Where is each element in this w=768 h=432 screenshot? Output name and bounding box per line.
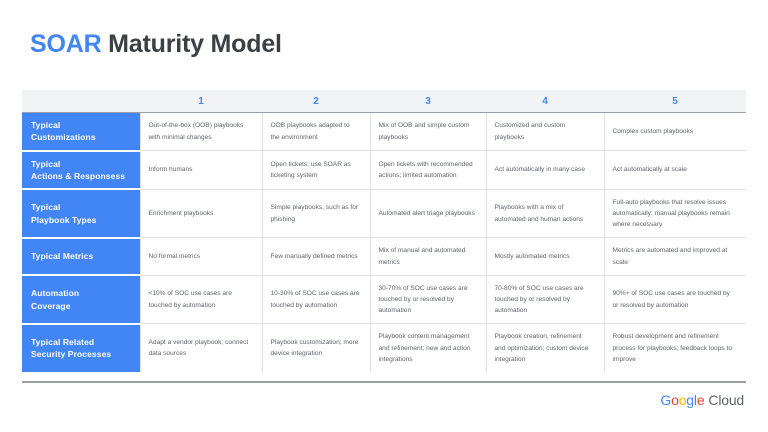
page-title: SOAR Maturity Model bbox=[30, 30, 282, 59]
cell-r5-c5: 90%+ of SOC use cases are touched by or … bbox=[603, 275, 746, 325]
cell-r1-c4: Customized and custom playbooks bbox=[485, 112, 604, 152]
cell-r5-c2: 10-30% of SOC use cases are touched by a… bbox=[261, 275, 370, 325]
row-label-typical-playbook-types: Typical Playbook Types bbox=[22, 189, 140, 239]
cell-r3-c2: Simple playbooks, such as for phishing bbox=[261, 189, 370, 239]
logo-letter-g: G bbox=[660, 392, 672, 408]
row-label-line2: Playbook Types bbox=[31, 214, 97, 225]
cell-r3-c3: Automated alert triage playbooks bbox=[369, 189, 486, 239]
row-label-automation-coverage: Automation Coverage bbox=[22, 275, 140, 325]
title-rest: Maturity Model bbox=[101, 30, 282, 58]
cell-r1-c5: Complex custom playbooks bbox=[603, 112, 746, 152]
cell-r3-c4: Playbooks with a mix of automated and hu… bbox=[485, 189, 604, 239]
table-row: Typical Playbook Types Enrichment playbo… bbox=[22, 189, 746, 239]
logo-word-cloud: Cloud bbox=[708, 392, 744, 408]
table-row: Automation Coverage <10% of SOC use case… bbox=[22, 275, 746, 325]
cell-r3-c5: Full-auto playbooks that resolve issues … bbox=[603, 189, 746, 239]
cell-r4-c1: No formal metrics bbox=[139, 237, 262, 276]
row-label-line1: Typical Related bbox=[31, 337, 95, 348]
cell-r3-c1: Enrichment playbooks bbox=[139, 189, 262, 239]
level-header-3: 3 bbox=[370, 90, 486, 113]
cell-r1-c2: OOB playbooks adapted to the environment bbox=[261, 112, 370, 152]
cell-r6-c1: Adapt a vendor playbook; connect data so… bbox=[139, 323, 262, 372]
cell-r6-c5: Robust development and refinement proces… bbox=[603, 323, 746, 372]
cell-r2-c5: Act automatically at scale bbox=[603, 150, 746, 190]
cell-r4-c3: Mix of manual and automated metrics bbox=[369, 237, 486, 276]
cell-r5-c3: 30-70% of SOC use cases are touched by o… bbox=[369, 275, 486, 325]
maturity-matrix-container: 1 2 3 4 5 Typical Customizations Out-of-… bbox=[22, 90, 746, 372]
cell-r1-c3: Mix of OOB and simple custom playbooks bbox=[369, 112, 486, 152]
cell-r2-c1: Inform humans bbox=[139, 150, 262, 190]
cell-r4-c2: Few manually defined metrics bbox=[261, 237, 370, 276]
row-label-typical-customizations: Typical Customizations bbox=[22, 112, 140, 152]
row-label-line1: Typical bbox=[31, 202, 61, 213]
matrix-body: Typical Customizations Out-of-the-box (O… bbox=[22, 112, 746, 372]
row-label-line1: Typical bbox=[31, 120, 61, 130]
row-label-line1: Typical bbox=[31, 158, 61, 169]
row-label-line2: Actions & Responsess bbox=[31, 170, 126, 181]
row-label-line1: Automation bbox=[31, 288, 80, 299]
row-label-typical-related-security-processes: Typical Related Security Processes bbox=[22, 323, 140, 372]
logo-letter-g2: g bbox=[686, 392, 694, 408]
title-accent-word: SOAR bbox=[30, 30, 102, 58]
row-label-typical-metrics: Typical Metrics bbox=[22, 237, 140, 277]
level-header-1: 1 bbox=[140, 90, 262, 113]
cell-r2-c2: Open tickets; use SOAR as ticketing syst… bbox=[261, 150, 370, 190]
table-bottom-divider bbox=[22, 381, 746, 383]
cell-r1-c1: Out-of-the-box (OOB) playbooks with mini… bbox=[139, 112, 262, 152]
cell-r4-c5: Metrics are automated and improved at sc… bbox=[603, 237, 746, 276]
matrix-corner-cell bbox=[22, 90, 140, 113]
cell-r2-c3: Open tickets with recommended actions; l… bbox=[369, 150, 486, 190]
cell-r4-c4: Mostly automated metrics bbox=[485, 237, 604, 276]
row-label-line1: Typical Metrics bbox=[31, 251, 94, 262]
cell-r6-c3: Playbook content management and refineme… bbox=[369, 323, 486, 372]
cell-r6-c4: Playbook creation, refinement and optimi… bbox=[485, 323, 604, 372]
cell-r6-c2: Playbook customization; more device inte… bbox=[261, 323, 370, 372]
logo-letter-o1: o bbox=[671, 392, 679, 408]
table-row: Typical Customizations Out-of-the-box (O… bbox=[22, 112, 746, 152]
level-header-2: 2 bbox=[262, 90, 370, 113]
cell-r2-c4: Act automatically in many case bbox=[485, 150, 604, 190]
cell-r5-c1: <10% of SOC use cases are touched by aut… bbox=[139, 275, 262, 325]
maturity-matrix-table: 1 2 3 4 5 Typical Customizations Out-of-… bbox=[22, 90, 746, 372]
level-header-5: 5 bbox=[604, 90, 746, 113]
matrix-header: 1 2 3 4 5 bbox=[22, 90, 746, 113]
row-label-typical-actions-responses: Typical Actions & Responsess bbox=[22, 150, 140, 191]
matrix-header-row: 1 2 3 4 5 bbox=[22, 90, 746, 113]
row-label-line2: Coverage bbox=[31, 300, 71, 311]
table-row: Typical Related Security Processes Adapt… bbox=[22, 323, 746, 372]
cell-r5-c4: 70-80% of SOC use cases are touched by o… bbox=[485, 275, 604, 325]
row-label-line2: Security Processes bbox=[31, 349, 112, 360]
table-row: Typical Metrics No formal metrics Few ma… bbox=[22, 237, 746, 277]
level-header-4: 4 bbox=[486, 90, 604, 113]
logo-letter-l: l bbox=[693, 392, 697, 408]
logo-letter-e: e bbox=[696, 392, 705, 408]
table-row: Typical Actions & Responsess Inform huma… bbox=[22, 150, 746, 191]
row-label-line2: Customizations bbox=[31, 132, 96, 143]
logo-letter-o2: o bbox=[678, 392, 687, 408]
